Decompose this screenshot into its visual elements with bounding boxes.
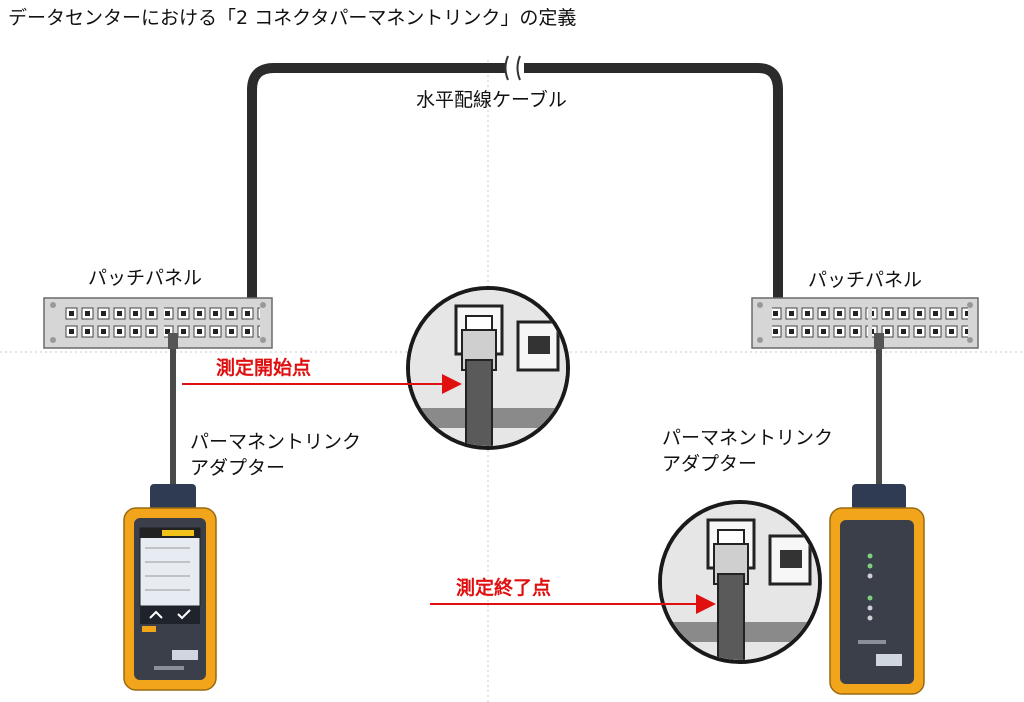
remote-tester-device: [829, 484, 925, 695]
zoom-detail-end: [658, 500, 822, 664]
right-patch-panel-label: パッチパネル: [808, 269, 923, 291]
right-patch-panel: [751, 297, 979, 349]
right-adapter-label-line2: アダプター: [662, 453, 758, 475]
left-adapter-cable: [168, 333, 178, 488]
diagram-title: データセンターにおける「2 コネクタパーマネントリンク」の定義: [8, 7, 577, 29]
left-adapter-label-line2: アダプター: [190, 457, 286, 479]
left-adapter-label-line1: パーマネントリンク: [190, 431, 362, 453]
left-patch-panel-label: パッチパネル: [88, 267, 203, 289]
zoom-detail-start: [406, 286, 570, 450]
main-tester-device: [123, 484, 217, 691]
right-adapter-cable: [874, 333, 884, 488]
start-point-label: 測定開始点: [216, 357, 312, 379]
cable-break-mark: [504, 55, 524, 81]
horizontal-cable-label: 水平配線ケーブル: [416, 89, 567, 111]
end-point-label: 測定終了点: [456, 577, 552, 599]
right-adapter-label-line1: パーマネントリンク: [662, 427, 834, 449]
left-patch-panel: [43, 297, 273, 349]
